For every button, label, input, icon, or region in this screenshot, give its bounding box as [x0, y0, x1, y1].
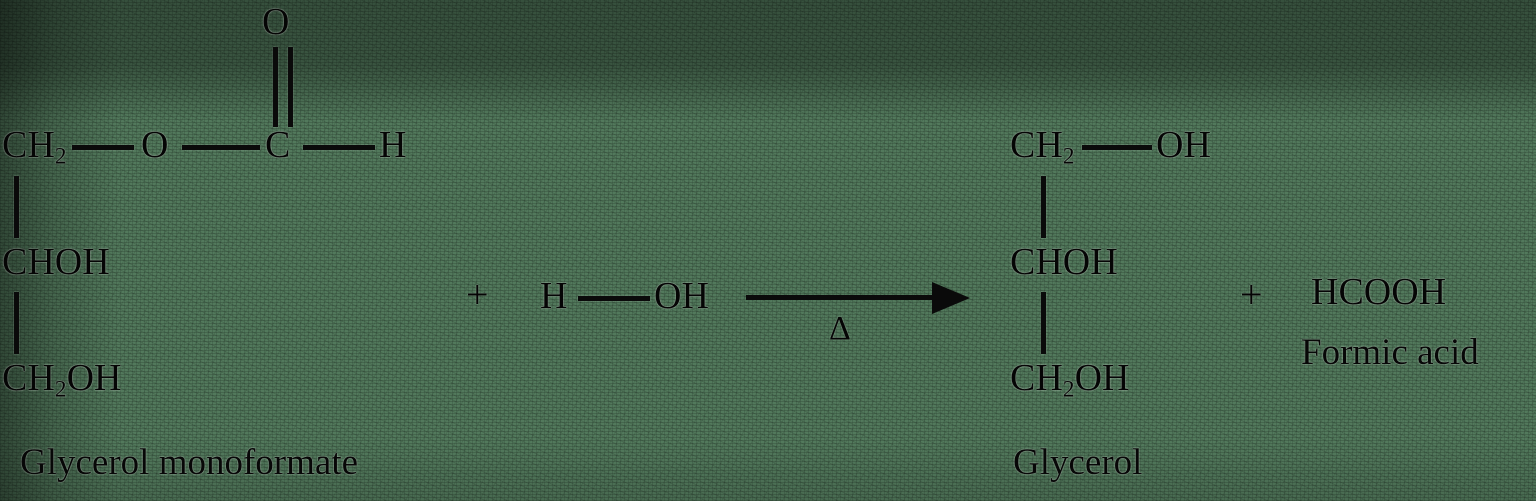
product-formic-acid-formula: HCOOH — [1311, 271, 1447, 313]
reaction-arrow-shaft — [746, 295, 942, 300]
product-formic-acid-name-label: Formic acid — [1301, 332, 1479, 373]
bond-glycerol-c1-to-c2 — [1041, 176, 1046, 238]
bond-ester-oxygen-to-carbonyl-carbon — [182, 145, 260, 150]
scan-shadow-top — [0, 0, 1536, 120]
reaction-arrow-head — [932, 282, 970, 314]
reactant-c2-label: CHOH — [2, 241, 110, 283]
reactant-name-label: Glycerol monoformate — [20, 442, 359, 483]
reactant-c1-text: CH2 — [2, 124, 67, 170]
reactant-carbonyl-oxygen: O — [262, 1, 290, 43]
reactant-ester-oxygen: O — [141, 124, 169, 166]
plus-sign-products: + — [1240, 272, 1263, 317]
reactant-c1-label: CH2 — [2, 126, 67, 169]
product-glycerol-c3: CH2OH — [1010, 359, 1129, 402]
bond-glycerol-c2-to-c3 — [1041, 292, 1046, 354]
reactant-aldehyde-hydrogen: H — [379, 124, 407, 166]
bond-reactant-c2-to-c3 — [14, 292, 19, 354]
carbonyl-double-bond-stroke-2 — [288, 47, 293, 127]
bond-c1-to-ester-oxygen — [72, 145, 134, 150]
product-glycerol-c3-text: CH2OH — [1010, 357, 1130, 403]
product-glycerol-c1-hydroxyl: OH — [1156, 124, 1211, 166]
bond-carbonyl-carbon-to-hydrogen — [303, 145, 375, 150]
product-glycerol-name-label: Glycerol — [1013, 442, 1143, 483]
water-hydrogen: H — [540, 275, 568, 317]
product-glycerol-c1: CH2 — [1010, 126, 1075, 169]
bond-glycerol-c1-to-oh — [1082, 145, 1152, 150]
reactant-carbonyl-carbon: C — [265, 124, 291, 166]
product-glycerol-c2: CHOH — [1010, 241, 1118, 283]
plus-sign-reactants: + — [466, 272, 489, 317]
product-glycerol-c1-text: CH2 — [1010, 124, 1075, 170]
bond-water-h-to-oh — [578, 296, 650, 301]
bond-reactant-c1-to-c2 — [14, 176, 19, 238]
reactant-c3-label: CH2OH — [2, 359, 121, 402]
carbonyl-double-bond-stroke-1 — [273, 47, 278, 127]
reaction-condition-heat: Δ — [829, 310, 851, 347]
reactant-c3-text: CH2OH — [2, 357, 122, 403]
water-hydroxyl: OH — [654, 275, 709, 317]
